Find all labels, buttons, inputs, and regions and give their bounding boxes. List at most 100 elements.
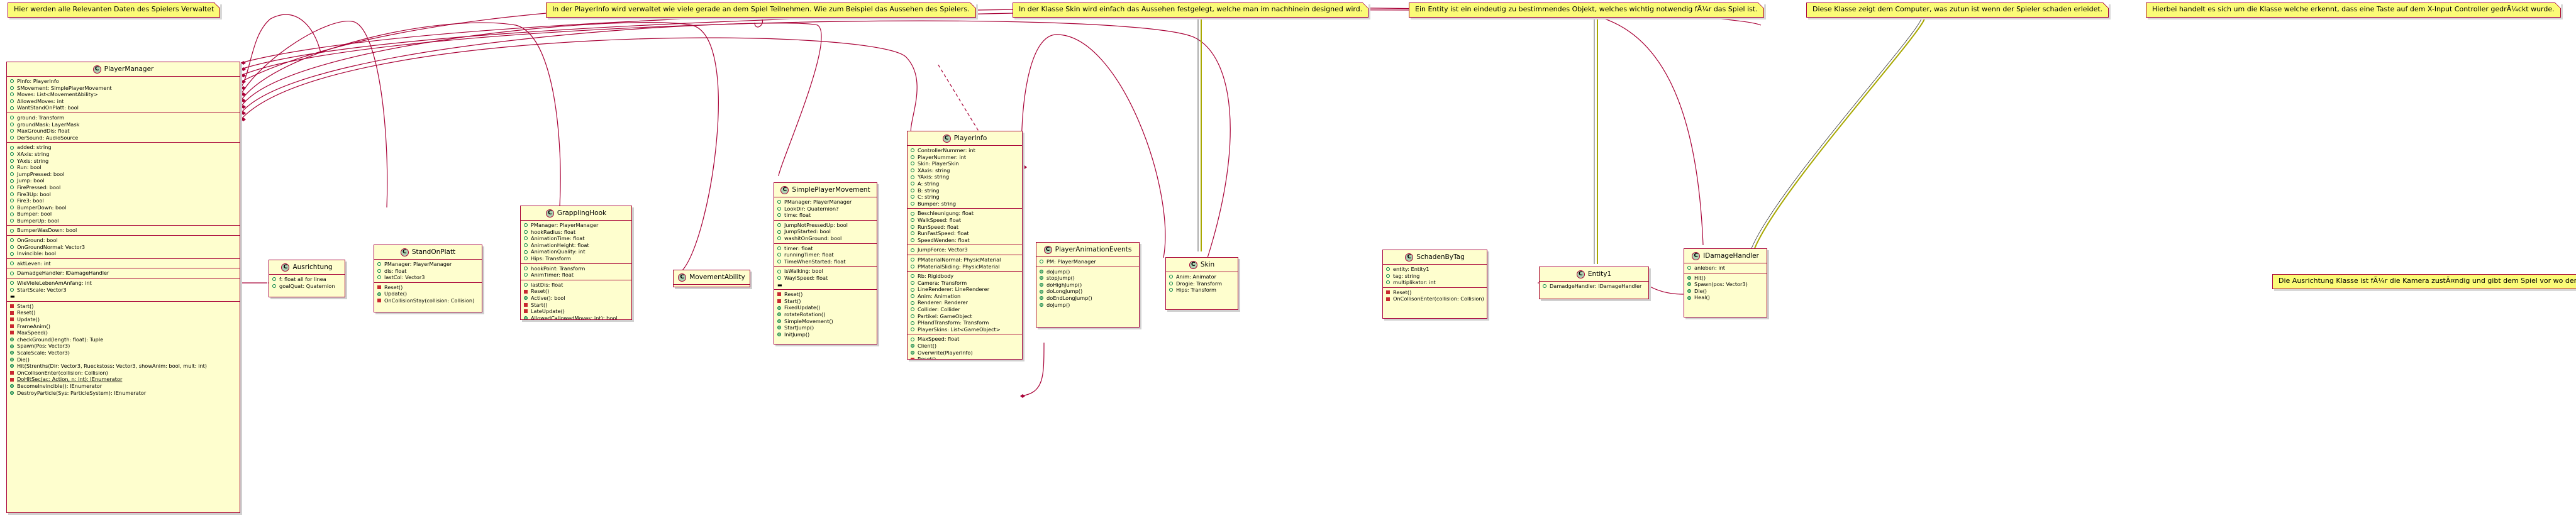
class-name: Ausrichtung — [292, 263, 333, 271]
class-name: PlayerAnimationEvents — [1055, 245, 1132, 253]
member-text: JumpStarted: bool — [784, 228, 831, 235]
private-method-icon — [377, 299, 381, 303]
private-method-icon — [10, 371, 14, 375]
public-method-icon — [1687, 289, 1691, 294]
class-member: Collider: Collider — [908, 306, 1022, 313]
private-method-icon — [10, 324, 14, 328]
class-member: OnCollisionStay(collision: Collision) — [374, 297, 482, 304]
public-method-icon — [1040, 296, 1043, 300]
class-member: Invincible: bool — [7, 250, 240, 257]
member-text: ground: Transform — [17, 114, 65, 121]
public-field-icon — [524, 229, 528, 234]
public-field-icon — [377, 268, 381, 273]
public-field-icon — [10, 185, 14, 190]
member-text: Skin: PlayerSkin — [918, 160, 959, 167]
public-method-icon — [10, 338, 14, 342]
member-text: WayISpeed: float — [784, 274, 828, 281]
class-member: AllowedMoves: int — [7, 98, 240, 105]
member-text: lastCol: Vector3 — [384, 274, 425, 281]
class-member: PlayerNummer: int — [908, 154, 1022, 161]
class-member: Reset() — [7, 309, 240, 316]
public-field-icon — [777, 236, 781, 241]
public-field-icon — [777, 213, 781, 218]
class-member: Jump: bool — [7, 177, 240, 184]
public-method-icon — [1040, 283, 1043, 287]
composition-diamond — [1022, 165, 1027, 169]
composition-diamond — [241, 86, 246, 90]
class-member: Anim: Animator — [1166, 273, 1238, 280]
member-text: PM: PlayerManager — [1046, 258, 1096, 265]
public-field-icon — [911, 202, 914, 206]
public-field-icon — [524, 283, 528, 287]
class-member: XAxis: string — [7, 151, 240, 158]
public-method-icon — [524, 296, 528, 300]
composition-diamond — [241, 105, 246, 109]
public-method-icon — [1687, 282, 1691, 287]
class-section: Hit()Spawn(pos: Vector3)Die()Heal() — [1684, 273, 1767, 302]
member-text: time: float — [784, 212, 811, 219]
class-member: InitJump() — [774, 331, 877, 338]
public-field-icon — [10, 129, 14, 133]
private-method-icon — [10, 317, 14, 322]
class-member: WieVieleLebenAmAnfang: int — [7, 280, 240, 287]
private-method-icon — [777, 292, 781, 297]
class-section: Reset()Start()FixedUpdate()rotateRotatio… — [774, 290, 877, 339]
public-field-icon — [10, 262, 14, 266]
public-field-icon — [10, 238, 14, 243]
class-member: LookDir: Quaternion? — [774, 206, 877, 212]
public-field-icon — [10, 152, 14, 157]
public-field-icon — [911, 274, 914, 278]
public-field-icon — [911, 300, 914, 305]
member-text: WalkSpeed: float — [918, 216, 962, 223]
member-text: tag: string — [1393, 272, 1420, 279]
public-method-icon — [1040, 302, 1043, 307]
public-field-icon — [777, 253, 781, 257]
class-c-icon: C — [1043, 245, 1052, 254]
class-member: MaxGroundDis: float — [7, 128, 240, 135]
composition-diamond — [241, 111, 246, 115]
public-field-icon — [10, 219, 14, 223]
member-text: aktLeven: int — [17, 260, 51, 267]
member-text: Hit() — [1694, 274, 1706, 281]
member-text: AllowedCallowedMoves: int): bool — [531, 314, 618, 320]
class-c-icon: C — [545, 209, 554, 218]
public-field-icon — [911, 148, 914, 153]
private-method-icon — [911, 357, 914, 359]
class-member: OnGroundNormal: Vector3 — [7, 244, 240, 251]
member-text: AllowedMoves: int — [17, 97, 64, 104]
public-field-icon — [524, 256, 528, 261]
note-skin: In der Klasse Skin wird einfach das Auss… — [1013, 3, 1369, 18]
class-member: JumpStarted: bool — [774, 228, 877, 235]
class-member: Die() — [7, 356, 240, 363]
class-member: Hit() — [1684, 275, 1767, 282]
class-member: washitOnGround: bool — [774, 235, 877, 242]
member-text: hookRadius: float — [531, 228, 576, 235]
member-text: Reset() — [918, 356, 936, 360]
public-field-icon — [10, 158, 14, 163]
class-member: goalQuat: Quaternion — [269, 283, 345, 290]
public-field-icon — [10, 99, 14, 104]
class-member: doJump() — [1036, 302, 1139, 309]
member-text: WieVieleLebenAmAnfang: int — [17, 280, 92, 287]
public-field-icon — [10, 281, 14, 285]
class-member: LateUpdate() — [521, 308, 631, 315]
member-text: BumperDown: bool — [17, 204, 67, 211]
class-member: Spawn(pos: Vector3) — [1684, 281, 1767, 288]
